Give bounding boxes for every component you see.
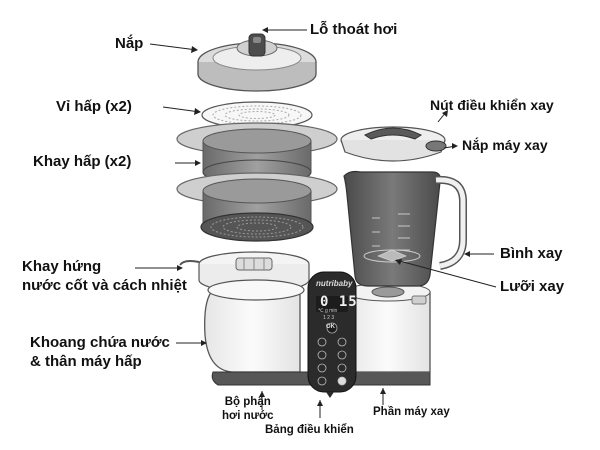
label-steam-unit: Bộ phận hơi nước (222, 396, 274, 422)
label-blender-jar: Bình xay (500, 245, 563, 262)
blender-lid (340, 126, 447, 162)
label-water-tank: Khoang chứa nước & thân máy hấp (30, 334, 170, 370)
label-steam-tray: Vỉ hấp (x2) (56, 98, 132, 115)
label-juice-tray: Khay hứng nước cốt và cách nhiệt (22, 258, 187, 294)
device-ok-button-label: OK (326, 324, 335, 330)
leader-arrowheads (177, 27, 470, 406)
steam-tray-bottom (200, 212, 314, 242)
steamer-lid (197, 33, 317, 92)
label-steam-basket: Khay hấp (x2) (33, 153, 132, 170)
device-display-modes: 1 2 3 (323, 315, 335, 321)
label-blender-lid: Nắp máy xay (462, 137, 548, 153)
device-brand-text: nutribaby (316, 279, 353, 288)
label-blade: Lưỡi xay (500, 278, 565, 295)
blender-jar (343, 170, 467, 287)
blender-base (344, 282, 431, 373)
label-lid: Nắp (115, 35, 144, 52)
control-panel (307, 271, 357, 398)
leader-lines (135, 29, 497, 418)
label-steam-vent: Lỗ thoát hơi (310, 21, 398, 38)
device-display-time: 0 15 (320, 294, 358, 310)
label-blender-control-button: Nút điều khiển xay (430, 97, 554, 113)
label-blender-base: Phần máy xay (373, 406, 450, 418)
label-control-panel: Bảng điều khiển (265, 424, 354, 436)
device-display-units: ℃ g min (318, 308, 338, 314)
